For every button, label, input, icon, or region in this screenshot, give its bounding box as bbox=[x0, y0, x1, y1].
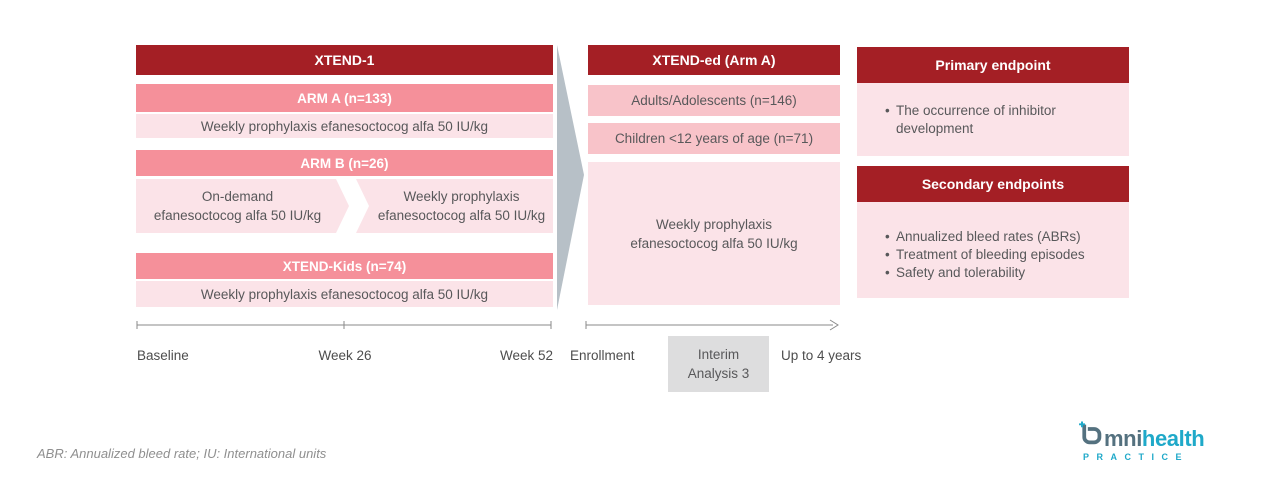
logo-tagline: PRACTICE bbox=[1083, 452, 1190, 462]
xtend-kids-treatment-box: Weekly prophylaxis efanesoctocog alfa 50… bbox=[136, 281, 553, 307]
xtend1-timeline-axis bbox=[136, 321, 552, 329]
xtend-kids-bar: XTEND-Kids (n=74) bbox=[136, 253, 553, 279]
timeline-label-baseline: Baseline bbox=[137, 348, 189, 363]
abbreviations-footnote: ABR: Annualized bleed rate; IU: Internat… bbox=[37, 446, 327, 461]
interim-analysis-box: Interim Analysis 3 bbox=[668, 336, 769, 392]
xtend-ed-adults-box: Adults/Adolescents (n=146) bbox=[588, 85, 840, 116]
logo-brand-prefix: mni bbox=[1104, 426, 1142, 451]
omnihealth-logo: mnihealth PRACTICE bbox=[1078, 421, 1205, 462]
xtend-ed-treatment-box: Weekly prophylaxis efanesoctocog alfa 50… bbox=[588, 162, 840, 305]
arm-b-bar: ARM B (n=26) bbox=[136, 150, 553, 176]
arm-a-treatment-box: Weekly prophylaxis efanesoctocog alfa 50… bbox=[136, 114, 553, 138]
timeline-label-week26: Week 26 bbox=[318, 348, 372, 363]
arm-a-bar: ARM A (n=133) bbox=[136, 84, 553, 112]
xtend-ed-timeline-axis bbox=[585, 319, 839, 331]
secondary-endpoints-box: Annualized bleed rates (ABRs) Treatment … bbox=[857, 202, 1129, 298]
list-item: Safety and tolerability bbox=[885, 264, 1115, 282]
arm-b-weekly-box: Weekly prophylaxis efanesoctocog alfa 50… bbox=[356, 179, 553, 233]
omnihealth-logo-mark-icon bbox=[1079, 421, 1102, 445]
list-item: Annualized bleed rates (ABRs) bbox=[885, 228, 1115, 246]
primary-endpoint-header: Primary endpoint bbox=[857, 47, 1129, 83]
list-item: Treatment of bleeding episodes bbox=[885, 246, 1115, 264]
xtend1-header: XTEND-1 bbox=[136, 45, 553, 75]
xtend-ed-header: XTEND-ed (Arm A) bbox=[588, 45, 840, 75]
arm-b-on-demand-box: On-demand efanesoctocog alfa 50 IU/kg bbox=[136, 179, 349, 233]
timeline-label-week52: Week 52 bbox=[499, 348, 553, 363]
logo-brand-suffix: health bbox=[1141, 426, 1205, 451]
transition-arrow-icon bbox=[557, 45, 584, 310]
secondary-endpoints-list: Annualized bleed rates (ABRs) Treatment … bbox=[857, 202, 1129, 282]
xtend-ed-children-box: Children <12 years of age (n=71) bbox=[588, 123, 840, 154]
secondary-endpoints-header: Secondary endpoints bbox=[857, 166, 1129, 202]
list-item: The occurrence of inhibitor development bbox=[885, 102, 1115, 138]
timeline-label-enrollment: Enrollment bbox=[570, 348, 635, 363]
primary-endpoint-box: The occurrence of inhibitor development bbox=[857, 83, 1129, 156]
primary-endpoint-list: The occurrence of inhibitor development bbox=[857, 83, 1129, 138]
timeline-label-up-to-4-years: Up to 4 years bbox=[781, 348, 862, 363]
